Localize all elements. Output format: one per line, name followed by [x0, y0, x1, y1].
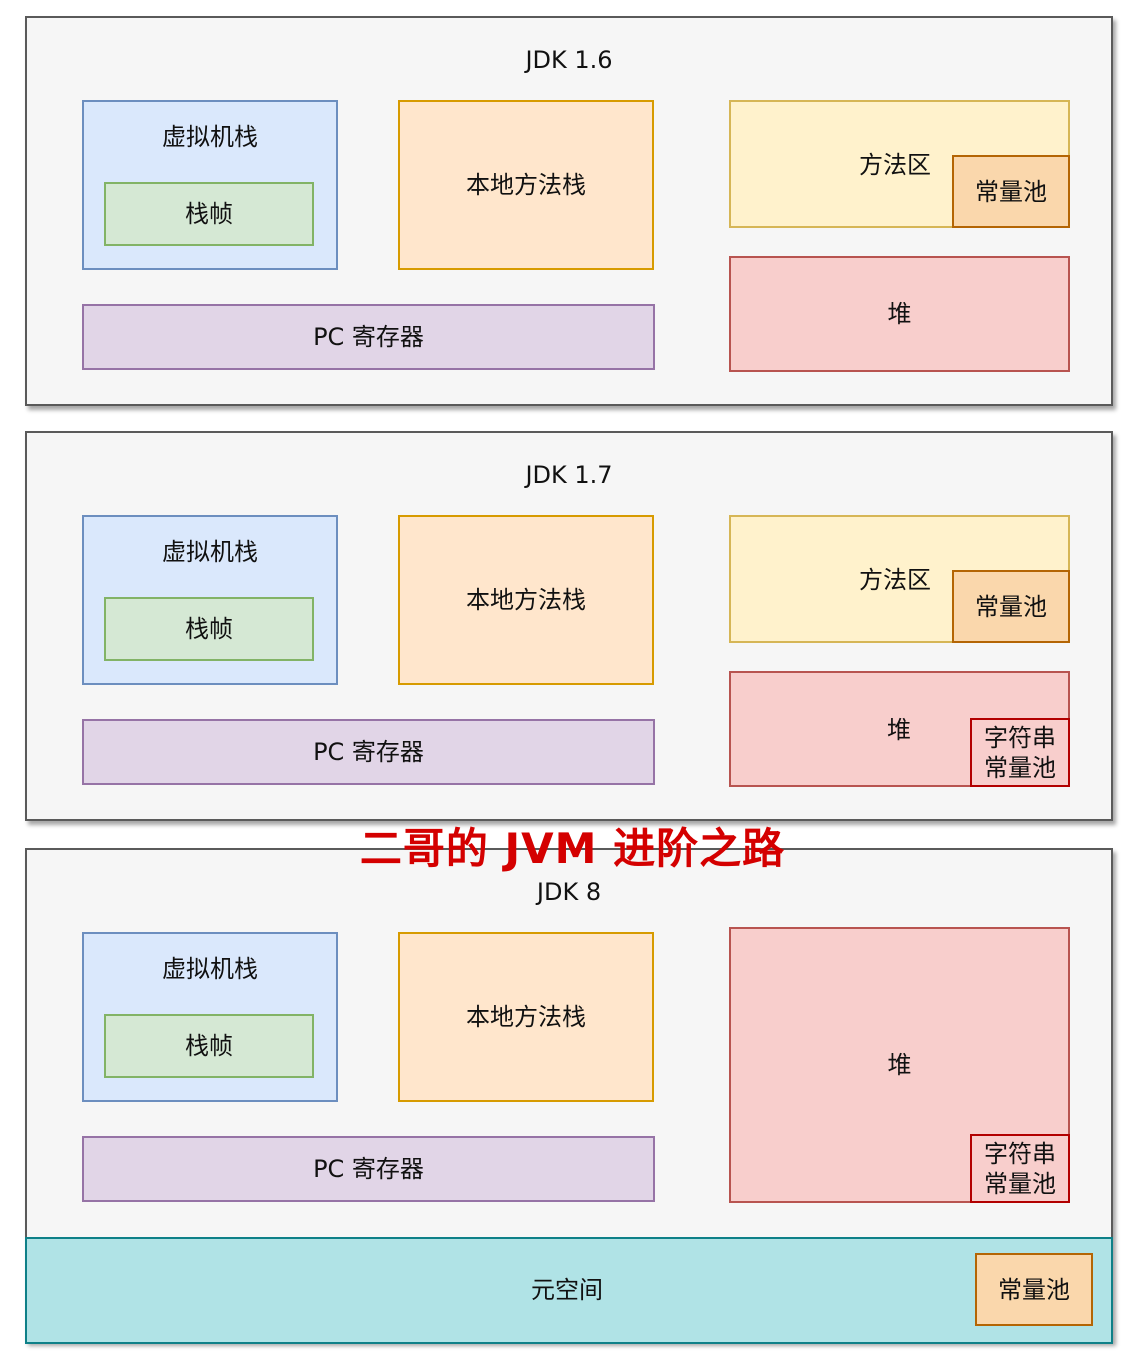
jdk8-metaspace-label: 元空间 [531, 1276, 603, 1304]
jdk8-string-pool-line2: 常量池 [984, 1169, 1056, 1198]
jdk16-constant-pool: 常量池 [952, 155, 1070, 228]
jdk8-metaspace: 元空间 [25, 1237, 1113, 1344]
jdk17-string-pool-line1: 字符串 [984, 723, 1056, 752]
jdk17-heap-label: 堆 [887, 716, 911, 744]
jdk8-title: JDK 8 [536, 878, 602, 906]
jdk8-pc-register: PC 寄存器 [82, 1136, 655, 1202]
jdk17-vm-stack-label: 虚拟机栈 [162, 538, 258, 566]
jdk8-metaspace-constant-pool: 常量池 [975, 1253, 1093, 1326]
jdk8-panel: JDK 8 虚拟机栈 栈帧 本地方法栈 堆 字符串 常量池 PC 寄存器 元空间… [25, 848, 1113, 1344]
jdk16-pc-register: PC 寄存器 [82, 304, 655, 370]
jdk17-string-constant-pool: 字符串 常量池 [970, 718, 1070, 787]
jdk8-string-constant-pool: 字符串 常量池 [970, 1134, 1070, 1203]
jdk17-method-area-label: 方法区 [859, 566, 931, 594]
jdk17-stack-frame: 栈帧 [104, 597, 314, 661]
jdk17-pc-register: PC 寄存器 [82, 719, 655, 785]
jdk17-title: JDK 1.7 [525, 461, 613, 489]
jdk16-stack-frame: 栈帧 [104, 182, 314, 246]
jdk16-title: JDK 1.6 [525, 46, 613, 74]
jdk8-vm-stack-label: 虚拟机栈 [162, 955, 258, 983]
jdk16-heap: 堆 [729, 256, 1070, 372]
jdk8-stack-frame: 栈帧 [104, 1014, 314, 1078]
jdk16-panel: JDK 1.6 虚拟机栈 栈帧 本地方法栈 方法区 常量池 堆 PC 寄存器 [25, 16, 1113, 406]
jdk17-native-method-stack: 本地方法栈 [398, 515, 654, 685]
watermark-text: 二哥的 JVM 进阶之路 [359, 824, 786, 873]
jdk16-vm-stack-label: 虚拟机栈 [162, 123, 258, 151]
jdk17-panel: JDK 1.7 虚拟机栈 栈帧 本地方法栈 方法区 常量池 堆 字符串 常量池 … [25, 431, 1113, 821]
jdk16-method-area-label: 方法区 [859, 151, 931, 179]
jdk17-string-pool-line2: 常量池 [984, 753, 1056, 782]
jdk16-native-method-stack: 本地方法栈 [398, 100, 654, 270]
jdk8-native-method-stack: 本地方法栈 [398, 932, 654, 1102]
jdk8-string-pool-line1: 字符串 [984, 1139, 1056, 1168]
jdk17-constant-pool: 常量池 [952, 570, 1070, 643]
